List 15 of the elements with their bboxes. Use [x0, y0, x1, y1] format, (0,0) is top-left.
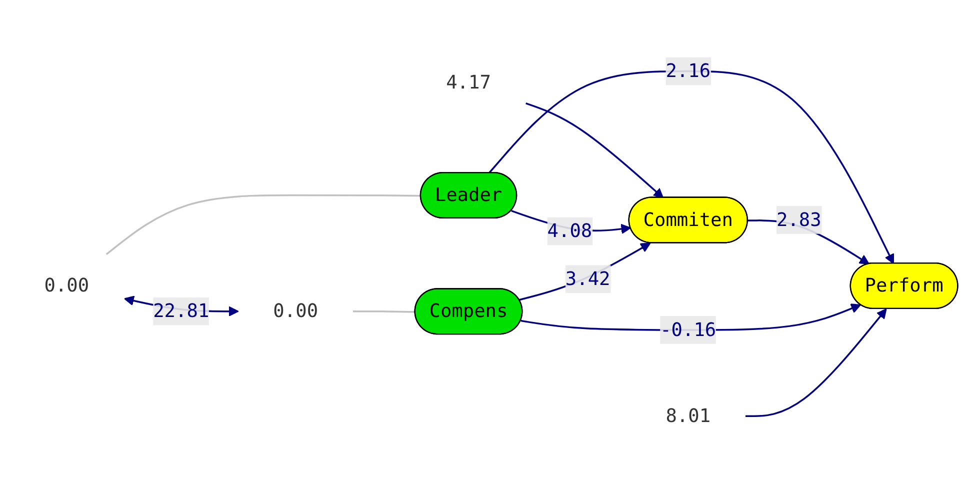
edge-label: 22.81	[153, 300, 210, 322]
edge-label: 3.42	[565, 267, 610, 290]
edge-label: 2.16	[666, 60, 711, 82]
connector	[352, 310, 416, 313]
arrow	[519, 242, 651, 301]
node-text: 8.01	[666, 404, 711, 427]
connector	[106, 194, 422, 255]
edge-label: 4.08	[547, 220, 592, 242]
edge-label: -0.16	[660, 318, 716, 340]
node-text: 0.00	[44, 274, 90, 296]
arrow	[745, 308, 887, 417]
arrow	[526, 102, 664, 198]
node-text: 4.17	[446, 71, 491, 94]
edge-label: 2.83	[776, 208, 822, 230]
node-text: 0.00	[273, 300, 318, 322]
